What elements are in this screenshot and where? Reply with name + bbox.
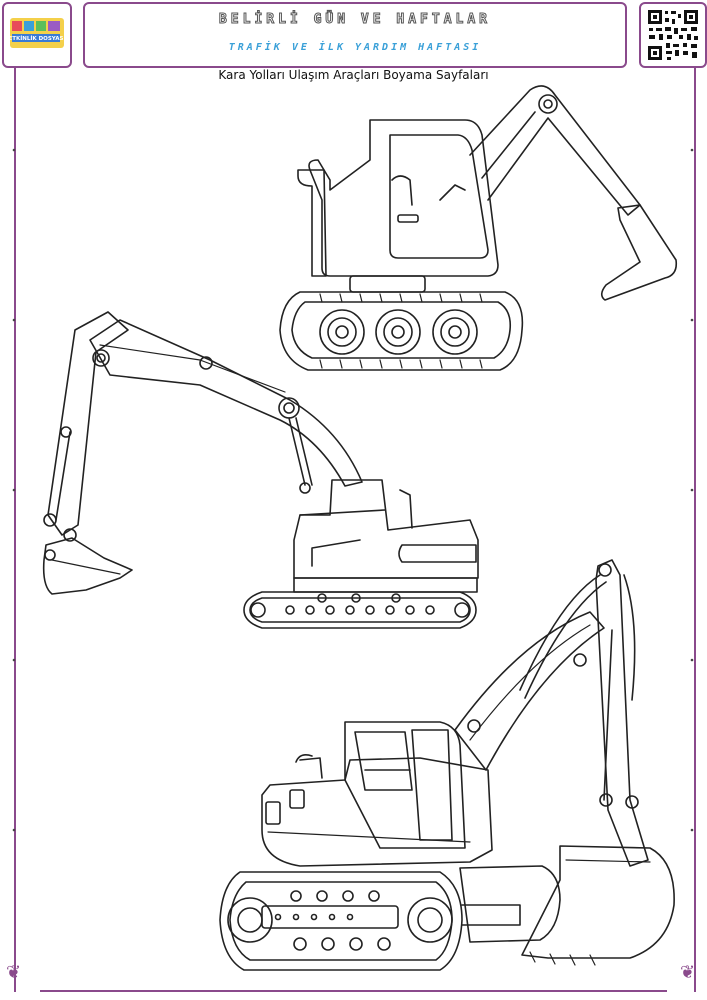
page-frame-bottom — [40, 990, 667, 992]
logo-text: ETKİNLİK DOSYASI — [8, 35, 65, 42]
qr-box — [639, 2, 707, 68]
long-boom-excavator-drawing — [42, 311, 479, 629]
heart-ornament-icon: ❦ — [6, 962, 22, 983]
frame-dots — [12, 148, 694, 832]
header-box: BELİRLİ GÜN VE HAFTALAR TRAFİK VE İLK YA… — [83, 2, 627, 68]
qr-code-icon[interactable] — [641, 4, 705, 66]
heart-ornament-icon: ❦ — [680, 962, 696, 983]
page-frame — [14, 66, 696, 992]
logo-box: ETKİNLİK DOSYASI — [2, 2, 72, 68]
logo-icon: ETKİNLİK DOSYASI — [8, 18, 66, 48]
mini-excavator-drawing — [279, 85, 678, 371]
header-title: BELİRLİ GÜN VE HAFTALAR — [218, 12, 491, 28]
page-title: Kara Yolları Ulaşım Araçları Boyama Sayf… — [218, 68, 489, 82]
detailed-excavator-drawing — [219, 559, 675, 971]
header-subtitle: TRAFİK VE İLK YARDIM HAFTASI — [228, 42, 482, 53]
